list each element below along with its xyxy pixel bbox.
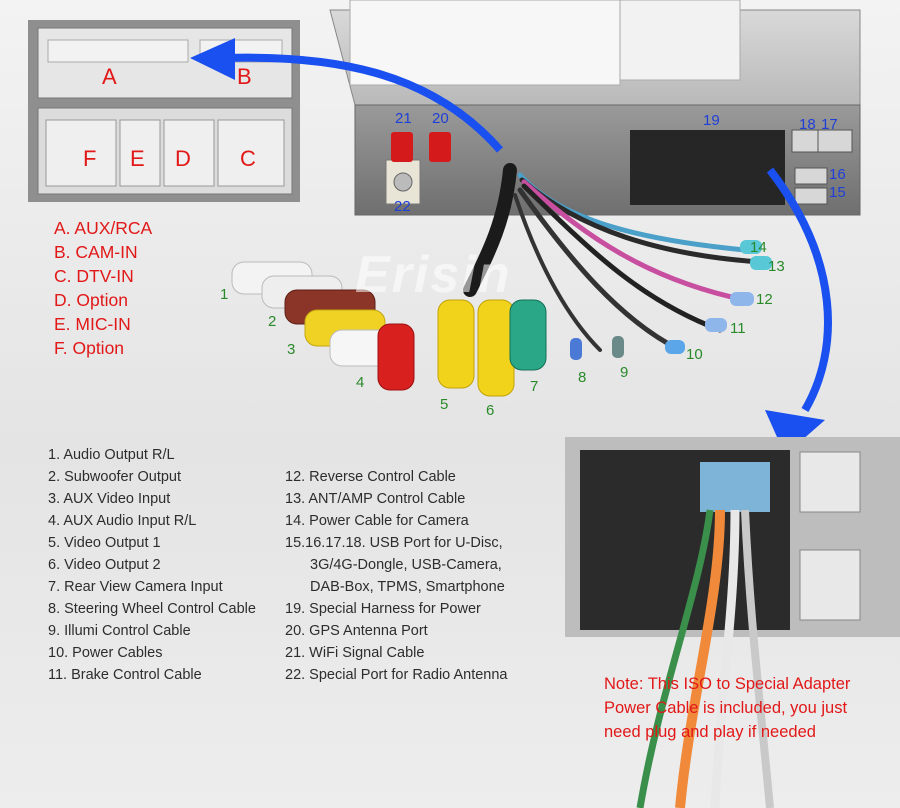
- adapter-plug: [700, 462, 770, 512]
- connector-legend-item: D. Option: [54, 290, 128, 310]
- connector-legend-item: F. Option: [54, 338, 125, 358]
- connector-legend: A. AUX/RCA B. CAM-IN C. DTV-IN D. Option…: [54, 216, 152, 360]
- connector-label-d: D: [175, 146, 191, 171]
- spec-table: [619, 0, 741, 81]
- spec-sticker: [349, 0, 621, 86]
- legend-item: 8. Steering Wheel Control Cable: [48, 601, 256, 617]
- wire-tip-9: [612, 336, 624, 358]
- cable-number-13: 13: [768, 258, 785, 275]
- wire-tips: [570, 240, 772, 360]
- legend-item: 1. Audio Output R/L: [48, 447, 175, 463]
- head-unit: [329, 0, 861, 216]
- usb-port-16: [794, 167, 828, 185]
- port-number-15: 15: [829, 184, 846, 201]
- cable-number-8: 8: [578, 369, 587, 386]
- legend-item: 21. WiFi Signal Cable: [285, 645, 425, 661]
- cable-number-10: 10: [686, 346, 703, 363]
- port-number-21: 21: [395, 110, 412, 127]
- connector-label-f: F: [83, 146, 97, 171]
- connector-legend-item: E. MIC-IN: [54, 314, 131, 334]
- note-line: Power Cable is included, you just: [604, 699, 848, 717]
- usb-port-15: [794, 187, 828, 205]
- rca-plug-7: [509, 299, 547, 371]
- wire-tip-14: [740, 240, 762, 254]
- rca-plug-5: [437, 299, 475, 389]
- connector-label-b: B: [237, 64, 252, 89]
- legend-item: 14. Power Cable for Camera: [285, 513, 469, 529]
- arrow-to-iso-adapter: [766, 167, 832, 413]
- port-number-22: 22: [394, 198, 411, 215]
- port-number-18: 18: [799, 116, 816, 133]
- connector-pins-bottom: [45, 119, 285, 187]
- port-number-20: 20: [432, 110, 449, 127]
- cable-number-14: 14: [750, 239, 767, 256]
- brand-watermark: Erisin: [355, 246, 512, 304]
- wire-tip-11: [705, 318, 727, 332]
- port-number-17: 17: [821, 116, 838, 133]
- cable-number-11: 11: [730, 320, 746, 337]
- connector-legend-item: A. AUX/RCA: [54, 218, 153, 238]
- cable-number-5: 5: [440, 396, 449, 413]
- wifi-antenna-connector: [391, 132, 413, 162]
- cable-number-7: 7: [530, 378, 539, 395]
- port-number-19: 19: [703, 112, 720, 129]
- cable-legend-right: 12. Reverse Control Cable 13. ANT/AMP Co…: [285, 466, 507, 686]
- connector-legend-item: B. CAM-IN: [54, 242, 138, 262]
- port-number-16: 16: [829, 166, 846, 183]
- power-harness-port: [630, 130, 785, 205]
- legend-item: 19. Special Harness for Power: [285, 601, 481, 617]
- legend-item: 2. Subwoofer Output: [48, 469, 181, 485]
- cable-legend-left: 1. Audio Output R/L 2. Subwoofer Output …: [48, 444, 256, 686]
- rca-plug-4b: [377, 323, 415, 391]
- legend-item: 3G/4G-Dongle, USB-Camera,: [310, 557, 502, 573]
- cable-number-2: 2: [268, 313, 277, 330]
- legend-item: 7. Rear View Camera Input: [48, 579, 223, 595]
- rca-plugs: [231, 261, 547, 397]
- cable-number-3: 3: [287, 341, 296, 358]
- cable-number-4: 4: [356, 374, 365, 391]
- legend-item: 9. Illumi Control Cable: [48, 623, 191, 639]
- legend-item: 13. ANT/AMP Control Cable: [285, 491, 466, 507]
- connector-legend-item: C. DTV-IN: [54, 266, 134, 286]
- iso-adapter-photo: [565, 437, 900, 808]
- legend-item: 11. Brake Control Cable: [48, 667, 202, 683]
- cable-number-9: 9: [620, 364, 629, 381]
- wire-tip-12: [730, 292, 754, 306]
- usb-port-17: [817, 129, 853, 153]
- cable-number-6: 6: [486, 402, 495, 419]
- legend-item: 20. GPS Antenna Port: [285, 623, 428, 639]
- legend-item: DAB-Box, TPMS, Smartphone: [310, 579, 505, 595]
- legend-item: 10. Power Cables: [48, 645, 163, 661]
- cable-number-12: 12: [756, 291, 773, 308]
- connector-label-a: A: [102, 64, 117, 89]
- connector-label-c: C: [240, 146, 256, 171]
- connector-label-e: E: [130, 146, 145, 171]
- wire-tip-13: [750, 256, 772, 270]
- adapter-note: Note: This ISO to Special Adapter Power …: [604, 672, 850, 744]
- legend-item: 3. AUX Video Input: [48, 491, 171, 507]
- cable-number-1: 1: [220, 286, 229, 303]
- legend-item: 15.16.17.18. USB Port for U-Disc,: [285, 535, 503, 551]
- legend-item: 22. Special Port for Radio Antenna: [285, 667, 508, 683]
- legend-item: 6. Video Output 2: [48, 557, 161, 573]
- rca-plug-6: [477, 299, 515, 397]
- note-line: Note: This ISO to Special Adapter: [604, 675, 851, 693]
- note-line: need plug and play if needed: [604, 723, 816, 741]
- connector-photo: [28, 20, 300, 202]
- legend-item: 4. AUX Audio Input R/L: [48, 513, 197, 529]
- arrow-to-connector: [224, 53, 504, 153]
- usb-slots-bottom: [799, 549, 861, 621]
- legend-item: 12. Reverse Control Cable: [285, 469, 456, 485]
- wire-tip-10: [665, 340, 685, 354]
- legend-item: 5. Video Output 1: [48, 535, 161, 551]
- gps-antenna-connector: [429, 132, 451, 162]
- cable-bundle: [463, 163, 763, 353]
- usb-slots-top: [799, 451, 861, 513]
- wire-tip-8: [570, 338, 582, 360]
